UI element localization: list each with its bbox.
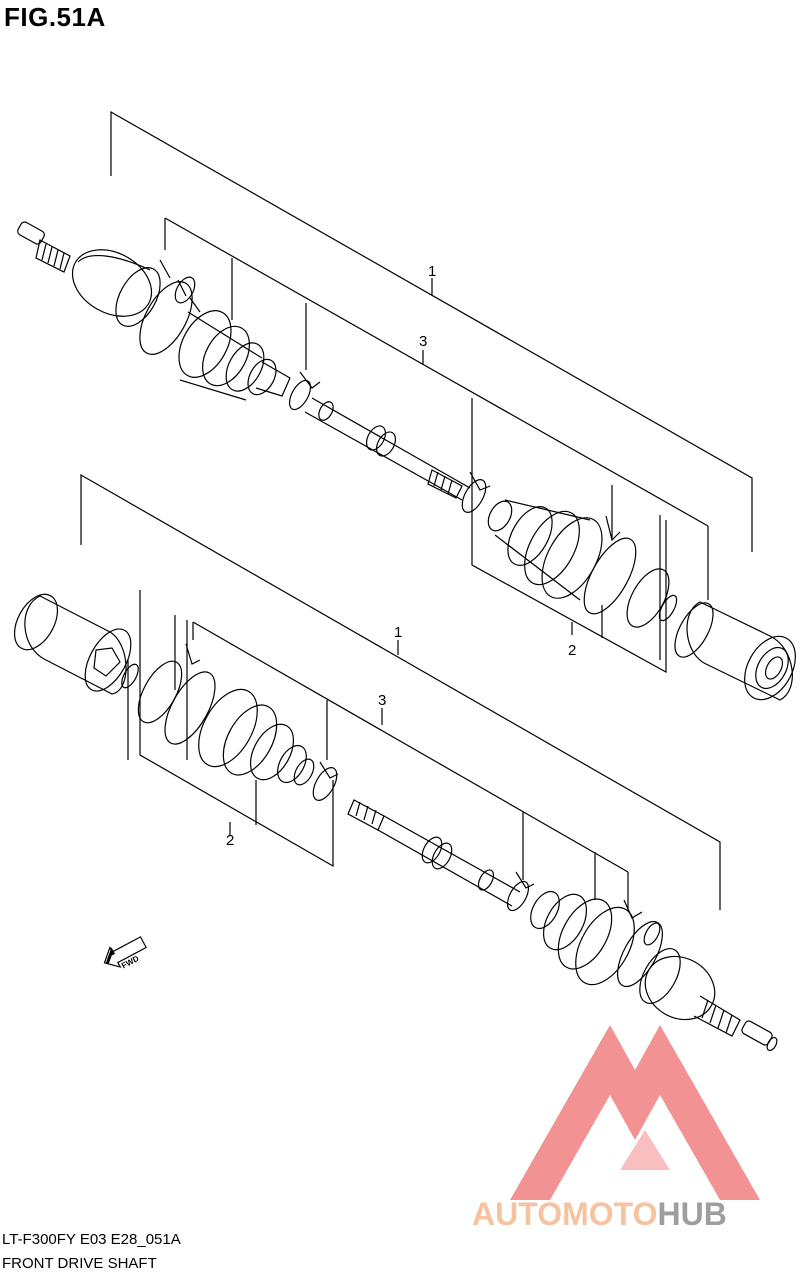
lower-assembly-bracket — [80, 473, 721, 910]
lower-outer-boot-band — [617, 899, 663, 988]
callout-upper-shaft: 3 — [419, 333, 427, 350]
upper-inner-ring — [626, 568, 678, 628]
lower-inner-housing — [13, 593, 132, 695]
diagram-title: FRONT DRIVE SHAFT — [2, 1255, 157, 1272]
watermark-moto: MOTO — [562, 1196, 658, 1232]
forward-direction-arrow-icon — [103, 936, 147, 968]
watermark-hub: HUB — [657, 1196, 727, 1232]
lower-inner-boot-band — [137, 643, 216, 745]
upper-inner-clamp — [461, 471, 491, 513]
model-code: LT-F300FY E03 E28_051A — [2, 1231, 181, 1248]
upper-shaft-bar — [304, 397, 471, 501]
upper-small-clamp — [288, 371, 321, 411]
lower-outer-cv-joint — [639, 948, 778, 1052]
upper-inner-housing — [674, 601, 796, 701]
lower-inner-clamp — [312, 761, 339, 801]
automotohub-logo — [510, 1025, 760, 1200]
lower-shaft-bar — [347, 799, 521, 907]
upper-outer-boot — [178, 310, 291, 401]
watermark-text: AUTOMOTOHUB — [472, 1196, 727, 1233]
callout-lower-assembly: 1 — [394, 624, 402, 641]
upper-inner-boot — [487, 499, 603, 601]
upper-outer-boot-band — [139, 259, 201, 355]
upper-assembly-bracket — [110, 110, 753, 552]
callout-upper-boot-kit: 2 — [568, 642, 576, 659]
lower-inner-ring — [121, 663, 139, 689]
lower-inner-boot — [198, 688, 315, 786]
lower-outer-boot — [530, 890, 635, 986]
figure-title: FIG.51A — [4, 2, 106, 32]
upper-shaft-bracket — [164, 217, 709, 600]
callout-upper-assembly: 1 — [428, 263, 436, 280]
upper-boot-kit-bracket — [471, 398, 667, 674]
watermark-auto: AUTO — [472, 1196, 563, 1232]
upper-inner-boot-band — [583, 515, 637, 615]
lower-boot-kit-bracket — [127, 590, 334, 868]
lower-shaft-bracket — [192, 621, 629, 910]
lower-small-clamp — [506, 871, 535, 912]
callout-lower-boot-kit: 2 — [226, 832, 234, 849]
callout-lower-shaft: 3 — [378, 692, 386, 709]
upper-outer-cv-joint — [17, 221, 161, 327]
